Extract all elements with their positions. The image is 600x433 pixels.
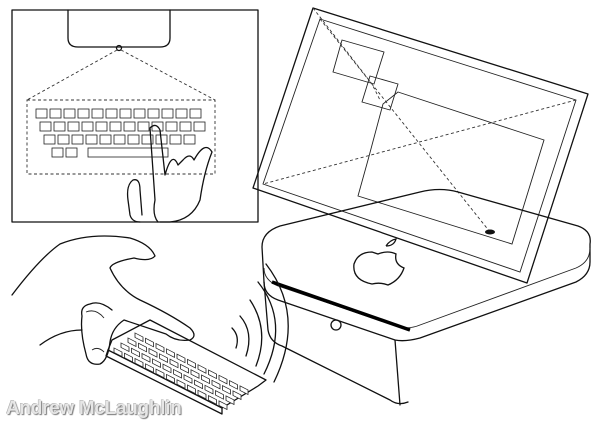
remote-key bbox=[218, 374, 228, 385]
key bbox=[67, 121, 80, 132]
remote-key bbox=[124, 352, 133, 363]
remote-key bbox=[187, 358, 196, 369]
projected-keyboard-area bbox=[26, 99, 216, 175]
remote-key bbox=[201, 374, 210, 385]
remote-key bbox=[138, 342, 147, 353]
remote-key bbox=[134, 332, 144, 343]
remote-key bbox=[232, 390, 242, 401]
key bbox=[63, 108, 76, 119]
projected-keys bbox=[35, 108, 206, 158]
remote-key bbox=[155, 368, 165, 379]
remote-key bbox=[145, 363, 154, 374]
key bbox=[53, 121, 66, 132]
remote-key bbox=[173, 368, 182, 379]
remote-key bbox=[131, 347, 140, 358]
hand-on-remote bbox=[11, 235, 195, 365]
remote-key bbox=[229, 379, 238, 390]
hand-left-finger bbox=[126, 179, 143, 223]
remote-key bbox=[222, 384, 231, 395]
key bbox=[161, 108, 174, 119]
key bbox=[169, 134, 182, 145]
key bbox=[147, 108, 160, 119]
key bbox=[35, 108, 48, 119]
key bbox=[193, 121, 206, 132]
key bbox=[123, 121, 136, 132]
remote-key bbox=[155, 342, 165, 353]
remote-key bbox=[169, 358, 179, 369]
remote-key bbox=[225, 395, 235, 406]
optical-drive-slot bbox=[271, 280, 411, 332]
remote-key bbox=[166, 373, 175, 384]
artist-signature: Andrew McLaughlin bbox=[6, 398, 182, 419]
key bbox=[179, 121, 192, 132]
remote-key bbox=[208, 369, 217, 380]
spacebar bbox=[87, 147, 169, 158]
cursor-icon bbox=[485, 229, 495, 235]
key bbox=[51, 147, 64, 158]
key bbox=[109, 121, 122, 132]
key bbox=[133, 108, 146, 119]
remote-key bbox=[204, 384, 214, 395]
remote-key bbox=[208, 394, 217, 405]
remote-key bbox=[180, 363, 189, 374]
remote-key bbox=[141, 352, 151, 363]
remote-key bbox=[218, 400, 228, 411]
remote-key bbox=[211, 379, 221, 390]
key bbox=[39, 121, 52, 132]
remote-key bbox=[134, 357, 144, 368]
key bbox=[183, 134, 196, 145]
remote-key bbox=[194, 379, 203, 390]
remote-key bbox=[190, 369, 200, 379]
remote-keyboard bbox=[105, 319, 267, 415]
remote-key bbox=[197, 364, 207, 374]
remote-key bbox=[215, 389, 224, 400]
remote-key bbox=[176, 379, 186, 389]
projected-screen bbox=[252, 7, 589, 284]
hand-right bbox=[149, 124, 213, 223]
key bbox=[113, 134, 126, 145]
key bbox=[43, 134, 56, 145]
inset-projected-keyboard-panel bbox=[11, 9, 259, 223]
key bbox=[71, 134, 84, 145]
key bbox=[65, 147, 78, 158]
key bbox=[119, 108, 132, 119]
remote-key bbox=[183, 374, 193, 384]
key bbox=[91, 108, 104, 119]
power-button-icon bbox=[330, 319, 342, 331]
key bbox=[77, 108, 90, 119]
key bbox=[57, 134, 70, 145]
remote-key bbox=[197, 389, 207, 400]
remote-key bbox=[239, 385, 249, 396]
remote-key bbox=[145, 337, 154, 348]
key bbox=[49, 108, 62, 119]
key bbox=[175, 108, 188, 119]
key bbox=[137, 121, 150, 132]
remote-key bbox=[152, 358, 161, 369]
remote-key bbox=[176, 353, 186, 364]
key bbox=[95, 121, 108, 132]
key bbox=[189, 108, 202, 119]
key bbox=[85, 134, 98, 145]
key bbox=[165, 121, 178, 132]
key bbox=[81, 121, 94, 132]
remote-key bbox=[113, 347, 123, 358]
remote-key bbox=[148, 347, 158, 358]
wireless-signal-icon bbox=[231, 263, 289, 383]
remote-key bbox=[127, 337, 137, 348]
display-bezel bbox=[67, 9, 171, 48]
remote-key bbox=[159, 353, 168, 364]
remote-key bbox=[166, 348, 175, 359]
key bbox=[99, 134, 112, 145]
projector-lens-icon bbox=[115, 44, 123, 52]
key bbox=[127, 134, 140, 145]
remote-keys bbox=[113, 332, 249, 411]
remote-key bbox=[120, 342, 130, 353]
key bbox=[105, 108, 118, 119]
remote-key bbox=[162, 363, 172, 374]
key bbox=[141, 134, 154, 145]
apple-logo-icon bbox=[353, 238, 405, 286]
mac-mini-device bbox=[261, 188, 591, 406]
remote-key bbox=[187, 384, 196, 395]
